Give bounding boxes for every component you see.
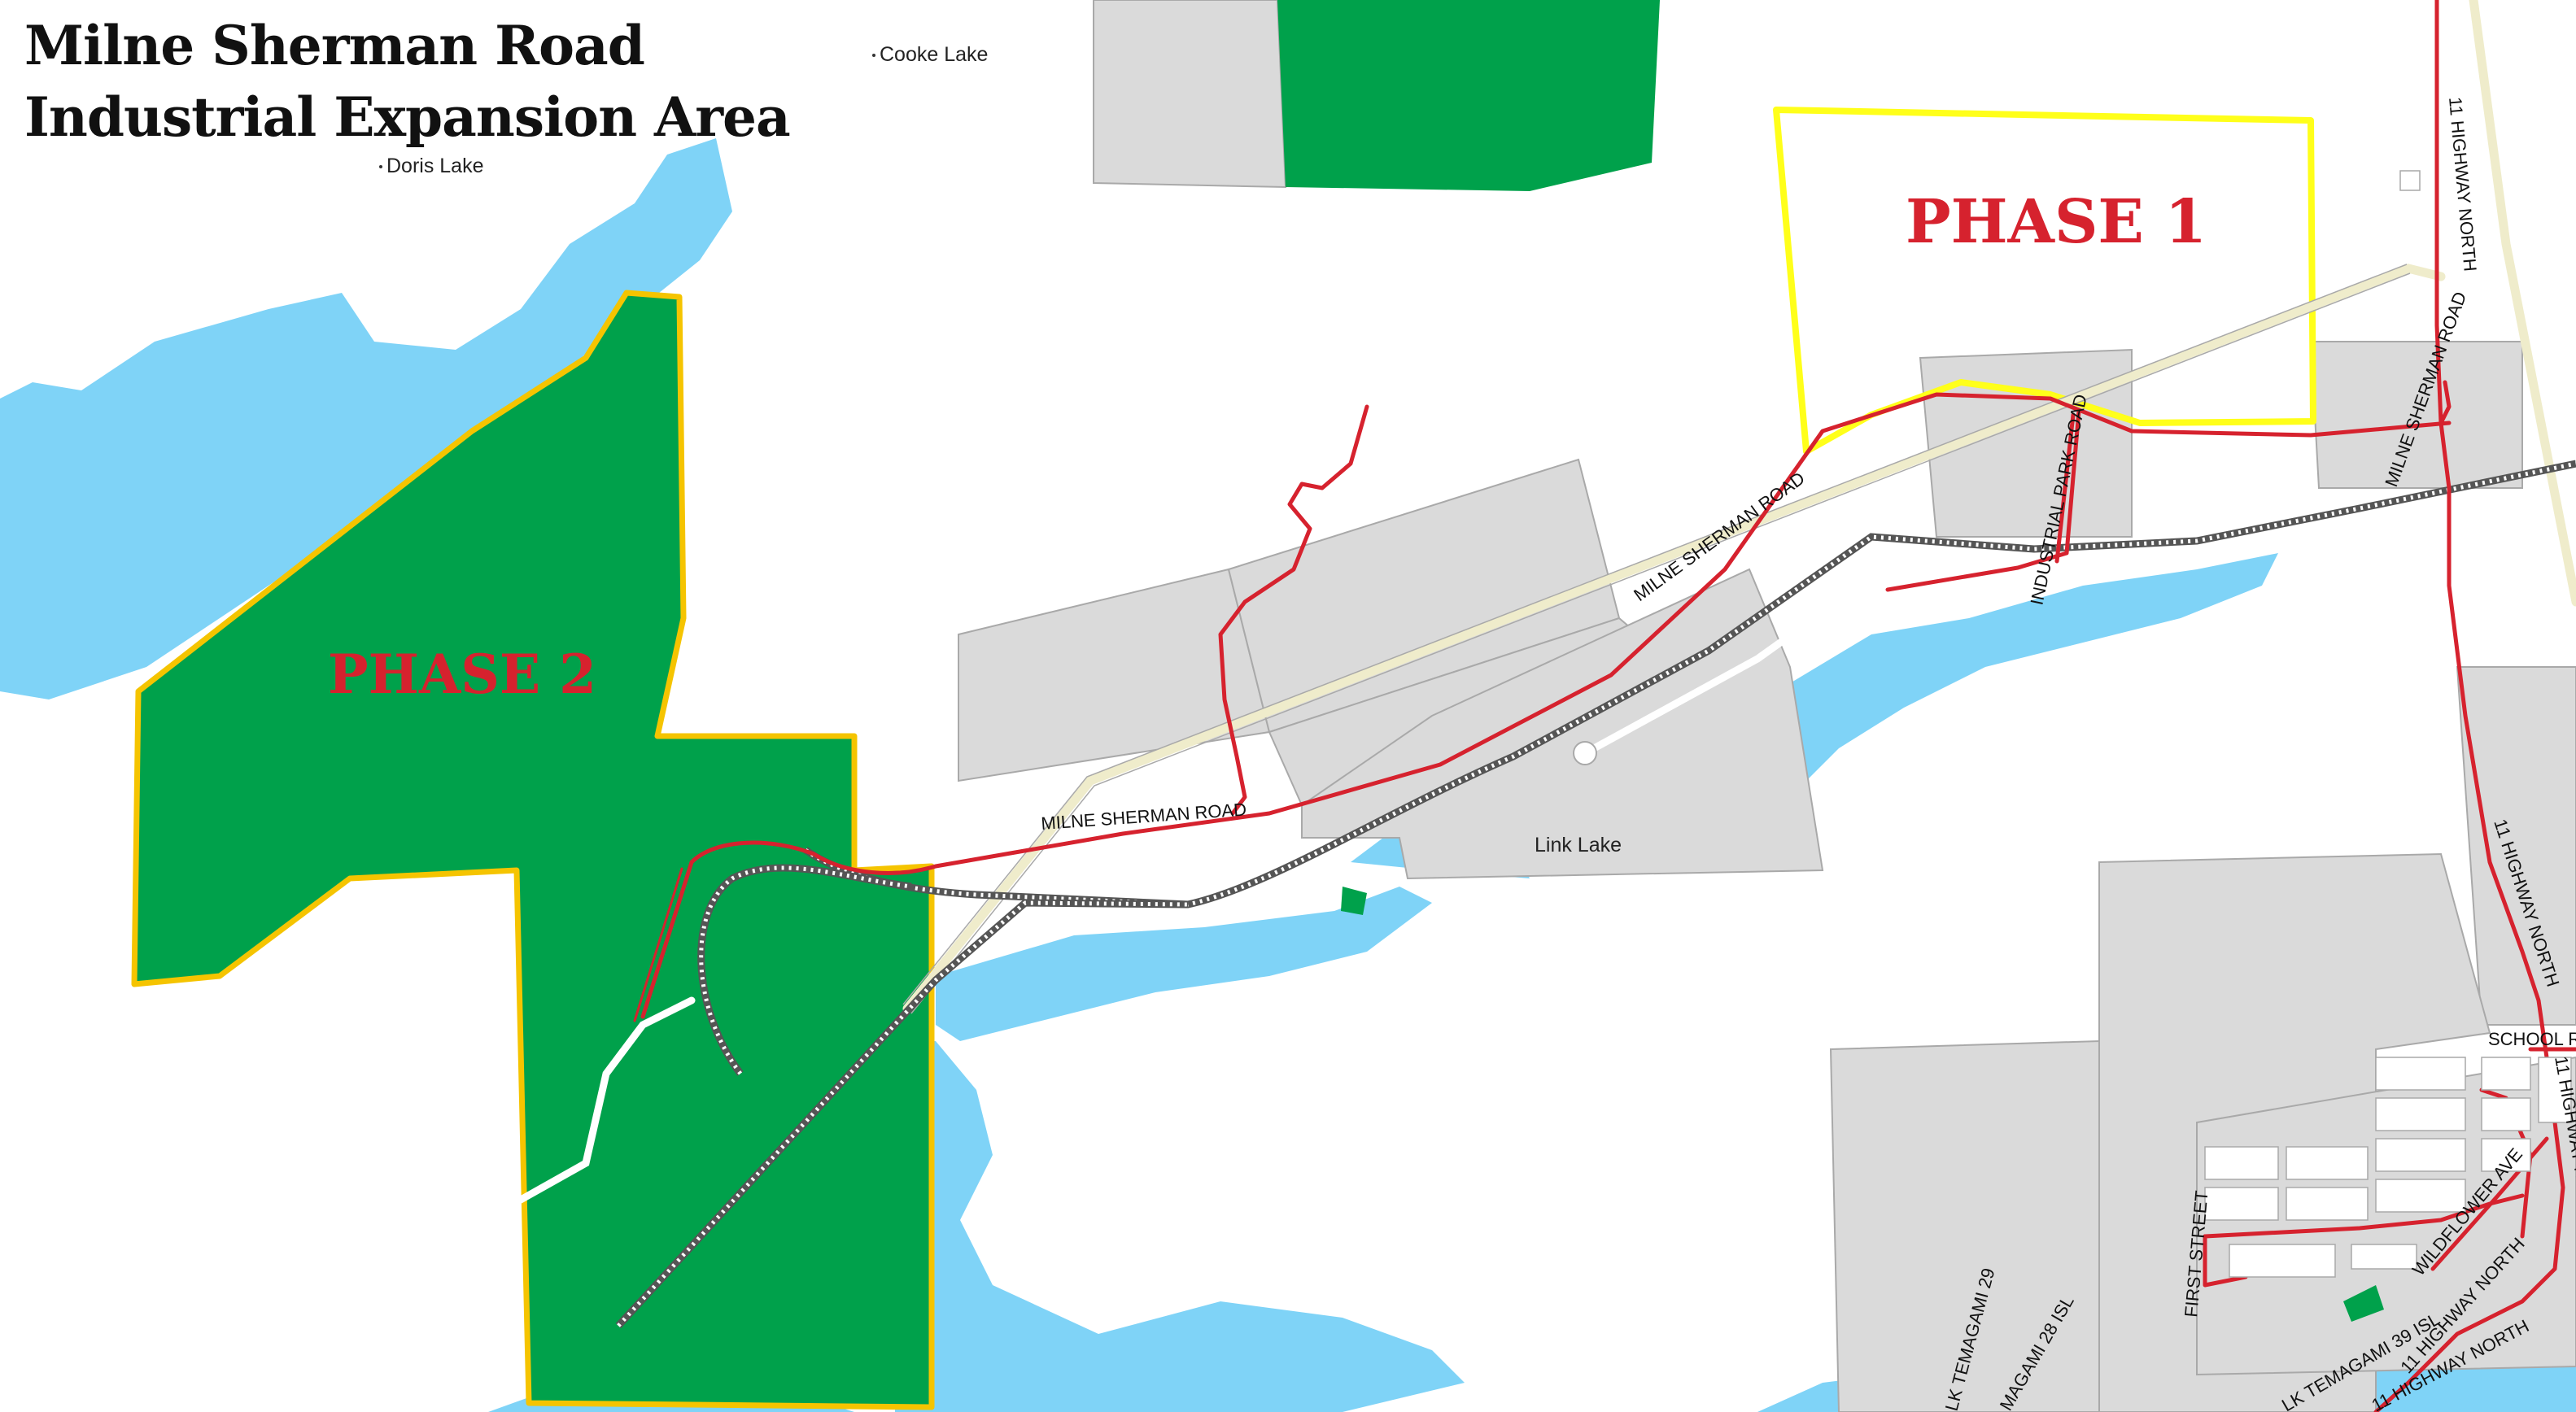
map-title: Milne Sherman Road Industrial Expansion …	[24, 10, 791, 153]
place-cooke-lake-label: Cooke Lake	[880, 43, 989, 66]
small-green-square	[1341, 887, 1367, 915]
place-doris-lake-label: Doris Lake	[386, 155, 484, 177]
town-street-2	[2203, 1234, 2248, 1288]
beige-road-edges	[902, 264, 2411, 1014]
island-green	[2343, 1285, 2384, 1322]
industrial-park-road	[1885, 408, 2081, 592]
label-school-road: SCHOOL R	[2488, 1029, 2576, 1049]
parcel-south-east	[1829, 1039, 2100, 1412]
parcels	[958, 0, 2576, 1412]
industrial-park-road-b	[2054, 412, 2076, 564]
north-river-water	[1782, 553, 2278, 781]
title-line-1: Milne Sherman Road	[24, 14, 645, 77]
doris-lake-water	[0, 138, 732, 699]
cul-de-sac	[1573, 741, 1597, 765]
south-lake-west	[936, 887, 1432, 1041]
green-areas	[1277, 0, 2384, 1322]
place-dot	[872, 54, 875, 58]
place-link-lake: Link Lake	[1535, 834, 1622, 857]
phase-2-label: PHASE 2	[328, 643, 597, 706]
beige-road-highway	[2469, 0, 2576, 607]
phase-1-label: PHASE 1	[1906, 187, 2207, 257]
white-roads	[517, 573, 1875, 1204]
label-hwy11-top: 11 HIGHWAY NORTH	[2445, 96, 2481, 272]
place-cooke-lake: Cooke Lake	[872, 43, 988, 67]
parcel-ind-2	[2309, 341, 2523, 489]
railway-spur-ties	[617, 900, 1189, 1327]
milne-sherman-road-inner	[633, 867, 683, 1022]
white-spur-link	[1583, 573, 1875, 756]
parcel-north	[1093, 0, 1287, 189]
title-line-2: Industrial Expansion Area	[24, 85, 791, 149]
trail-north	[1218, 404, 1369, 816]
town-street-1	[2203, 1193, 2525, 1239]
place-dot	[379, 165, 382, 169]
railways	[615, 460, 2576, 1329]
north-green-parcel	[1277, 0, 1660, 191]
white-spur-phase2	[517, 996, 696, 1204]
railway-main-ties	[804, 461, 2576, 907]
town-blocks	[2204, 170, 2572, 1278]
highway-11-north	[2373, 0, 2565, 1412]
highway-11-east	[2438, 380, 2452, 425]
parcel-east-1	[2456, 666, 2576, 1026]
parcel-mid-4	[1301, 568, 1824, 880]
place-doris-lake: Doris Lake	[379, 155, 484, 178]
railway-loop-ties	[699, 865, 912, 1075]
place-link-lake-label: Link Lake	[1535, 834, 1622, 856]
south-lake-arm	[895, 1041, 1465, 1412]
milne-sherman-road	[640, 392, 2452, 1019]
phase-1-boundary	[1773, 107, 2316, 455]
